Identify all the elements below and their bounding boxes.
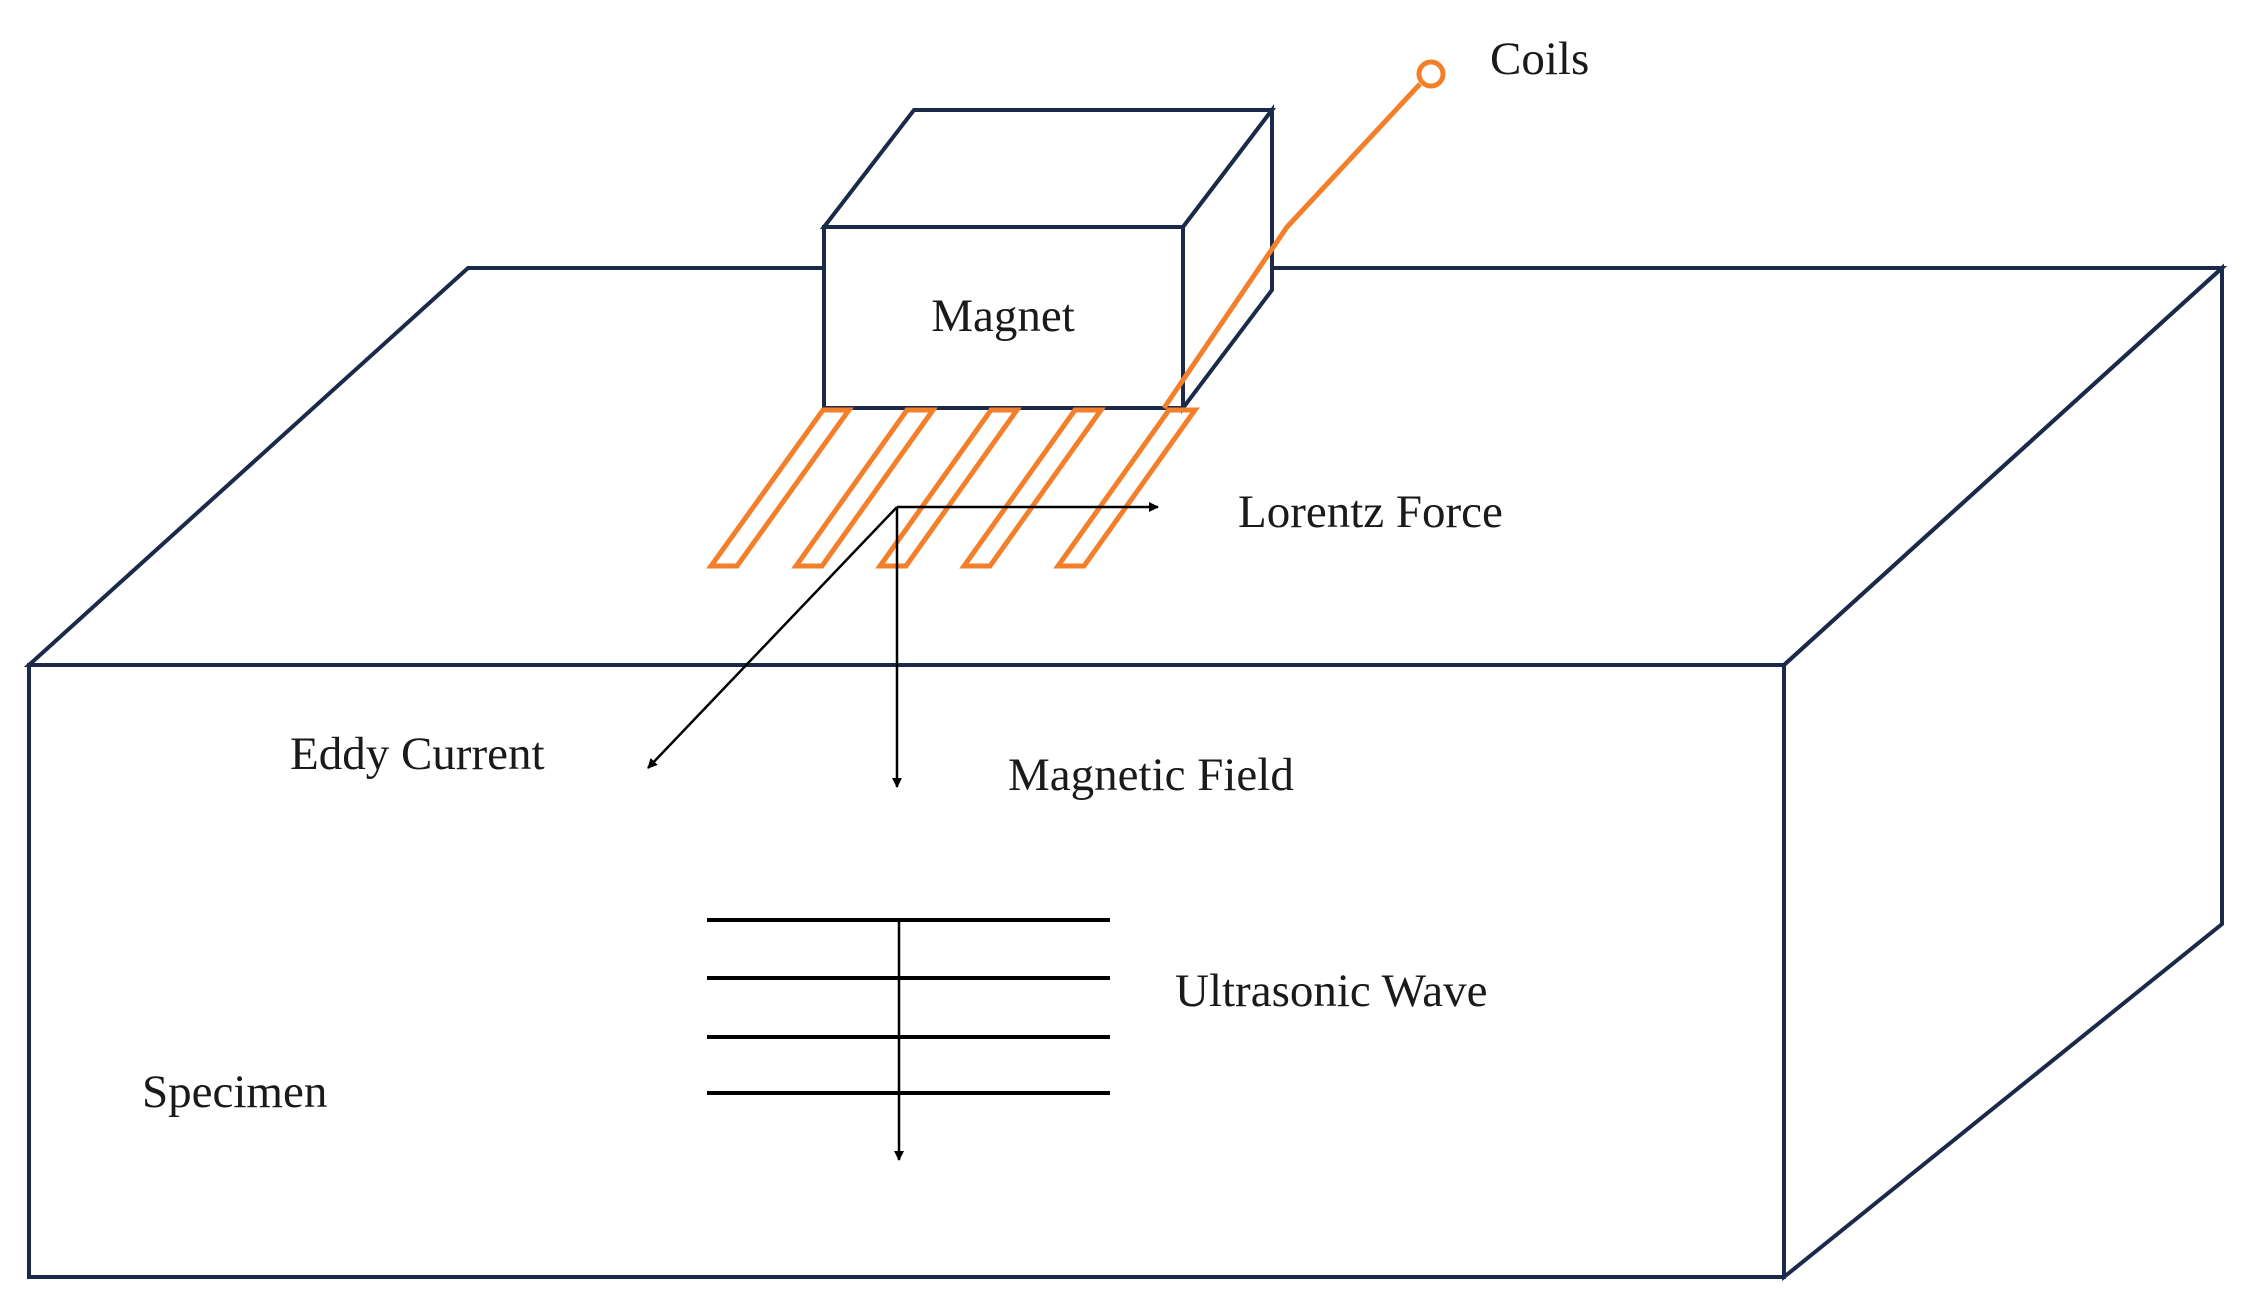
coil-strip (959, 407, 1106, 569)
specimen-block (23, 263, 2228, 1282)
coil-terminal-icon (1416, 59, 1446, 89)
eddy-current-arrow (647, 506, 898, 769)
magnet-label: Magnet (931, 290, 1075, 342)
coil-lead-wire (1161, 82, 1422, 410)
coil-strips (706, 59, 1446, 569)
ultrasonic-wave-label: Ultrasonic Wave (1175, 965, 1488, 1017)
eddy-current-label: Eddy Current (290, 728, 545, 780)
lorentz-force-label: Lorentz Force (1238, 486, 1503, 538)
ultrasonic-wave (707, 918, 1110, 1161)
specimen-right-face (1782, 263, 2224, 1282)
magnetic-field-label: Magnetic Field (1008, 749, 1294, 801)
specimen-label: Specimen (142, 1066, 327, 1118)
magnet-front-face (822, 225, 1185, 410)
coil-strip (1053, 407, 1200, 569)
coil-strip (791, 407, 938, 569)
magnet (819, 104, 1277, 414)
coil-strip (875, 407, 1022, 569)
coil-strip (706, 407, 854, 569)
coils-label: Coils (1490, 33, 1589, 85)
vector-arrows (647, 502, 1159, 788)
